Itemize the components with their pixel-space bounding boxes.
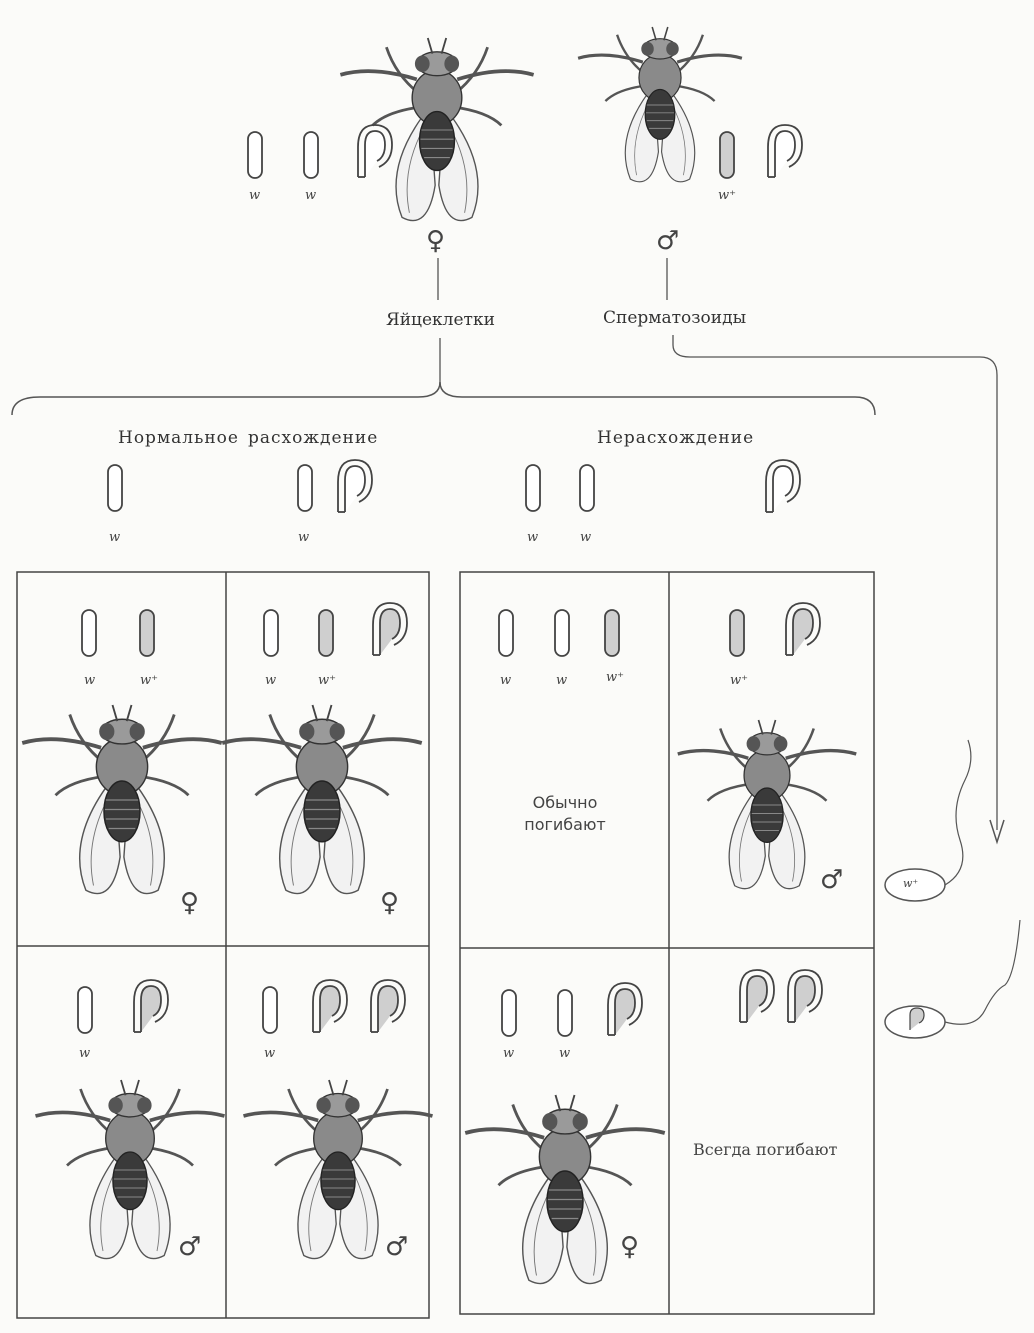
cell7-y [608,983,642,1035]
gene-label: w [500,673,511,688]
gene-label: w [109,530,120,545]
cell2-x-w [264,610,278,656]
gene-label: w [249,188,260,203]
usually-die-line-1: Обычно [500,792,630,814]
sperm-w-plus [885,740,971,901]
egg-nondisj-x1 [526,465,540,511]
male-symbol: ♂ [820,865,843,895]
cell6-y1 [313,980,347,1032]
usually-die-note: Обычно погибают [500,792,630,836]
gene-label: w⁺ [718,188,736,203]
parent-female-y-chromosome [358,125,392,177]
gene-label: w [298,530,309,545]
cell6-y2 [371,980,405,1032]
parent-male-x-chromosome [720,132,734,178]
egg-normal-xy-x [298,465,312,511]
cell8-y1 [740,970,774,1022]
cell4-x-wplus [730,610,744,656]
usually-die-line-2: погибают [500,814,630,836]
cell5-x-w [78,987,92,1033]
cell7-x-w2 [558,990,572,1036]
gene-label: w [503,1046,514,1061]
female-symbol: ♀ [180,888,199,918]
female-symbol: ♀ [426,226,445,256]
cell7-x-w1 [502,990,516,1036]
cell2-x-wplus [319,610,333,656]
cell3-x-wplus [605,610,619,656]
gene-label: w [264,1046,275,1061]
gamete-brace [12,382,875,415]
egg-normal-xy-y [338,460,372,512]
gene-label: w⁺ [140,673,158,688]
cell4-male-fly [678,720,857,889]
parent-male-fly-illustration [578,27,742,182]
cell2-female-fly [222,705,422,894]
parent-female-x-chromosome-2 [304,132,318,178]
male-symbol: ♂ [656,226,679,256]
egg-nondisj-y [766,460,800,512]
gene-label: w [559,1046,570,1061]
sperm-gene-label: w⁺ [903,877,918,890]
sperm-label: Сперматозоиды [603,308,746,328]
sperm-arrow-line [673,335,997,830]
parent-male-y-chromosome [768,125,802,177]
grid-nondisjunction-frame [460,572,874,1314]
always-die-note: Всегда погибают [693,1140,837,1159]
gene-label: w [79,1046,90,1061]
eggs-label: Яйцеклетки [386,310,495,330]
gene-label: w [556,673,567,688]
cell4-y [786,603,820,655]
cell5-y [134,980,168,1032]
female-symbol: ♀ [620,1232,639,1262]
cell8-y2 [788,970,822,1022]
gene-label: w⁺ [730,673,748,688]
cell3-x-w1 [499,610,513,656]
male-symbol: ♂ [385,1232,408,1262]
parent-female-fly-illustration [340,38,533,221]
cell1-female-fly [22,705,222,894]
parent-female-x-chromosome-1 [248,132,262,178]
gene-label: w [527,530,538,545]
normal-disjunction-label-1: Нормальное [118,428,239,448]
gene-label: w [305,188,316,203]
gene-label: w [265,673,276,688]
cell6-x-w [263,987,277,1033]
gene-label: w⁺ [606,670,624,685]
male-symbol: ♂ [178,1232,201,1262]
cell1-x-wplus [140,610,154,656]
cell2-y [373,603,407,655]
cell3-x-w2 [555,610,569,656]
sperm-y [885,920,1020,1038]
egg-nondisj-x2 [580,465,594,511]
gene-label: w [580,530,591,545]
gene-label: w⁺ [318,673,336,688]
gene-label: w [84,673,95,688]
nondisjunction-label: Нерасхождение [597,428,754,448]
normal-disjunction-label-2: расхождение [248,428,378,448]
cell1-x-w [82,610,96,656]
female-symbol: ♀ [380,888,399,918]
egg-normal-x [108,465,122,511]
